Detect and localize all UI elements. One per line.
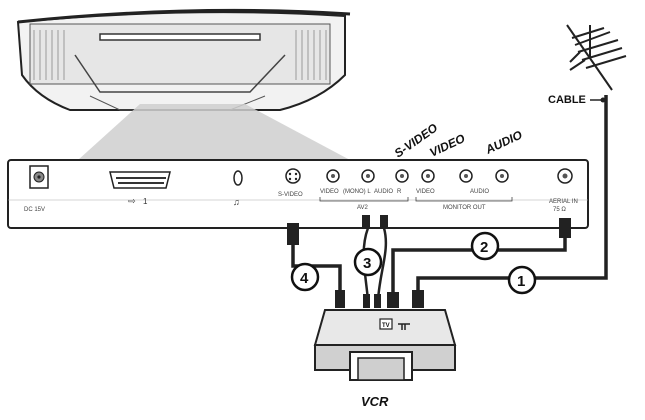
av2-r-label: R [397,189,402,195]
s-video-socket-label: S-VIDEO [278,192,303,198]
vcr-audio-plug-r [374,294,381,308]
av2-video-label: VIDEO [320,189,339,195]
monitor-out-label: MONITOR OUT [443,205,486,211]
callout-1: 1 [507,265,537,295]
zoom-beam [78,104,350,160]
vcr-label: VCR [361,394,389,409]
aerial-in-socket: AERIAL IN 75 Ω [549,168,578,213]
scart-connector: ⇨ 1 [109,171,171,206]
vcr-aerial-symbol-icon [398,323,410,330]
monitor-out-outputs: VIDEO AUDIO MONITOR OUT [415,169,513,211]
headphone-icon: ♫ [233,197,240,207]
av2-inputs: VIDEO (MONO) L AUDIO R AV2 [319,169,409,211]
antenna-icon [566,24,627,91]
monitor-video-label: VIDEO [416,189,435,195]
aerial-ohm-label: 75 Ω [553,207,566,213]
cable-4 [291,245,342,296]
monitor-audio-label: AUDIO [470,189,489,195]
headphone-jack: ♫ [233,170,243,207]
vcr-rf-in-plug [412,290,424,308]
dc-in-label: DC 15V [24,207,45,213]
av2-audio-label: AUDIO [374,189,393,195]
av2-audio-plug-l [362,215,370,229]
aerial-plug [559,218,571,238]
vcr-rf-out-plug [387,292,399,308]
tv-set-illustration [16,8,351,111]
av2-label: AV2 [357,205,369,211]
vcr-tv-badge: TV [382,323,390,329]
scart-label: 1 [143,197,148,206]
connector-panel: DC 15V ⇨ 1 ♫ S-VIDEO [7,159,589,229]
callout-4: 4 [290,262,320,292]
av2-mono-label: (MONO) L [343,189,371,195]
scart-arrow-icon: ⇨ [128,196,136,206]
svg-text:4: 4 [300,270,309,287]
vcr-device: TV [313,309,457,381]
aerial-in-label: AERIAL IN [549,199,578,205]
svg-text:1: 1 [517,273,525,290]
s-video-plug [287,223,299,245]
vcr-s-video-plug [335,290,345,308]
callout-2: 2 [470,231,500,261]
audio-group-label: AUDIO [482,127,524,157]
plugs [287,215,571,308]
dc-in-jack: DC 15V [24,165,49,213]
s-video-socket: S-VIDEO [278,168,303,198]
svg-text:3: 3 [363,255,371,272]
cable-3b [376,227,388,301]
svg-text:2: 2 [480,239,488,256]
av2-audio-plug-r [380,215,388,229]
callout-3: 3 [353,247,383,277]
vcr-audio-plug-l [363,294,370,308]
cable-label: CABLE [548,94,586,106]
